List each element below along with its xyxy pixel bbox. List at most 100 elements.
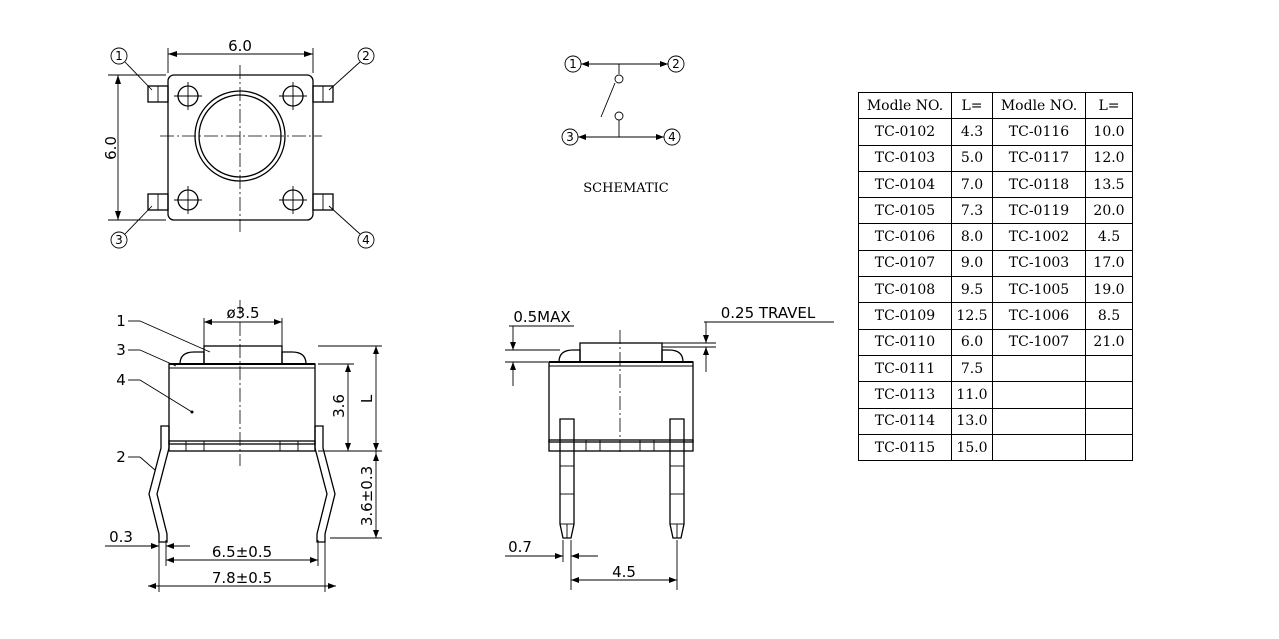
model-number-cell <box>992 381 1086 409</box>
model-number-cell: TC-1005 <box>992 276 1086 304</box>
svg-text:3: 3 <box>116 341 126 359</box>
pin-balloon-4: 4 <box>328 205 375 249</box>
body-height-label: 3.6 <box>330 394 348 418</box>
base-strip <box>168 440 316 452</box>
model-number-cell: TC-0106 <box>858 223 952 251</box>
pin-pitch-dimensions <box>505 540 678 590</box>
svg-text:3: 3 <box>566 130 574 144</box>
model-number-cell: TC-1006 <box>992 302 1086 330</box>
length-value-cell: 19.0 <box>1085 276 1133 304</box>
model-number-cell: TC-0104 <box>858 170 952 199</box>
length-value-cell: 4.3 <box>951 118 993 146</box>
length-value-cell: 7.0 <box>951 170 993 199</box>
model-number-cell: TC-0103 <box>858 144 952 172</box>
length-value-cell: 9.5 <box>951 276 993 304</box>
front-right-pin <box>669 418 685 539</box>
height-dimensions <box>318 345 382 539</box>
pin-width-label: 0.7 <box>508 538 532 556</box>
schematic-pin-2: 2 <box>667 55 685 73</box>
length-value-cell: 8.5 <box>1085 302 1133 330</box>
leg-height-label: 3.6±0.3 <box>358 466 376 526</box>
svg-text:1: 1 <box>115 49 123 63</box>
model-number-cell: TC-0119 <box>992 197 1086 225</box>
svg-text:2: 2 <box>672 57 680 71</box>
length-value-cell <box>1085 381 1133 409</box>
length-value-cell: 7.5 <box>951 354 993 383</box>
header-length-1: L= <box>951 91 993 120</box>
length-l-label: L <box>358 394 376 403</box>
callout-2: 2 <box>116 448 156 471</box>
cover-bumps <box>179 351 307 365</box>
side-body-outline <box>168 363 316 445</box>
length-value-cell: 12.0 <box>1085 144 1133 172</box>
max-label: 0.5MAX <box>513 308 570 326</box>
front-base-strip <box>548 439 694 452</box>
svg-text:2: 2 <box>116 448 126 466</box>
length-value-cell: 13.0 <box>951 407 993 435</box>
svg-text:1: 1 <box>569 57 577 71</box>
pin-balloon-2: 2 <box>328 47 375 91</box>
model-number-cell: TC-1003 <box>992 249 1086 278</box>
length-value-cell: 13.5 <box>1085 170 1133 199</box>
lead-thickness-label: 0.3 <box>109 528 133 546</box>
svg-text:4: 4 <box>668 130 676 144</box>
front-base-notches <box>585 440 655 451</box>
length-value-cell: 20.0 <box>1085 197 1133 225</box>
front-view: 0.5MAX 0.25 TRAVEL 0.7 4.5 <box>505 304 834 590</box>
header-model-no-2: Modle NO. <box>992 91 1086 120</box>
pin-balloon-1: 1 <box>110 47 153 91</box>
side-view: ø3.5 3.6 L 3.6±0.3 <box>105 300 382 592</box>
top-height-label: 6.0 <box>102 136 120 160</box>
pin-balloon-3: 3 <box>110 205 153 249</box>
length-value-cell: 12.5 <box>951 302 993 330</box>
terminal-tabs <box>147 85 334 211</box>
model-number-cell: TC-0111 <box>858 354 952 383</box>
switch-body-outline <box>167 74 314 221</box>
model-number-cell: TC-0110 <box>858 328 952 356</box>
max-dimension <box>505 325 574 386</box>
front-cover-bumps <box>558 349 684 363</box>
svg-text:2: 2 <box>362 49 370 63</box>
front-body-outline <box>548 361 694 443</box>
schematic-wires <box>578 61 668 140</box>
model-number-cell: TC-0117 <box>992 144 1086 172</box>
mounting-holes <box>174 82 307 214</box>
span-dimensions <box>105 540 336 592</box>
schematic: 1 2 3 4 SCHEMATIC <box>561 55 685 196</box>
header-length-2: L= <box>1085 91 1133 120</box>
length-value-cell: 9.0 <box>951 249 993 278</box>
model-number-cell: TC-0109 <box>858 302 952 330</box>
svg-text:4: 4 <box>116 371 126 389</box>
callout-4: 4 <box>116 371 194 414</box>
front-plunger <box>579 342 663 363</box>
front-left-pin <box>559 418 575 539</box>
model-number-cell: TC-0107 <box>858 249 952 278</box>
length-value-cell: 10.0 <box>1085 118 1133 146</box>
model-number-cell: TC-0105 <box>858 197 952 225</box>
length-value-cell <box>1085 354 1133 383</box>
svg-text:4: 4 <box>362 233 370 247</box>
outer-span-label: 7.8±0.5 <box>212 569 272 587</box>
length-value-cell: 15.0 <box>951 433 993 462</box>
model-number-cell: TC-1002 <box>992 223 1086 251</box>
length-value-cell: 17.0 <box>1085 249 1133 278</box>
top-view: 6.0 6.0 1 2 3 4 <box>102 37 375 249</box>
model-number-cell <box>992 407 1086 435</box>
length-value-cell: 8.0 <box>951 223 993 251</box>
svg-text:3: 3 <box>115 233 123 247</box>
svg-text:1: 1 <box>116 312 126 330</box>
length-value-cell: 21.0 <box>1085 328 1133 356</box>
model-number-cell: TC-0113 <box>858 381 952 409</box>
